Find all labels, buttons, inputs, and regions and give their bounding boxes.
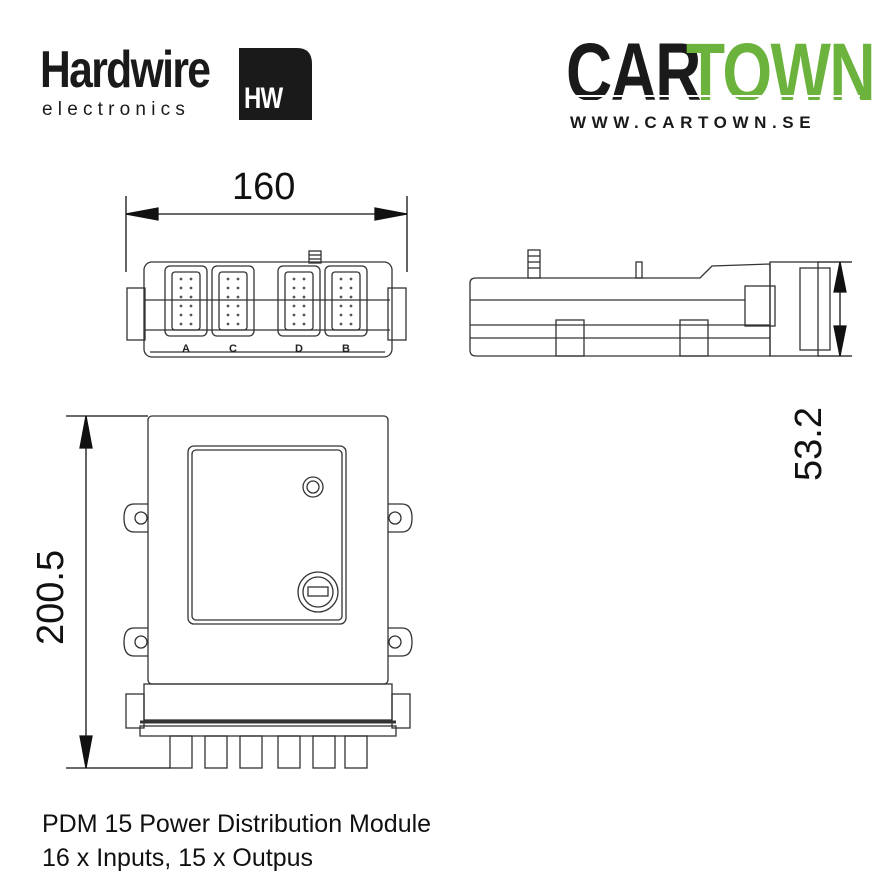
connector-pin — [236, 304, 240, 308]
connector-pin — [292, 295, 296, 299]
connector-pin — [189, 304, 193, 308]
connector-pin — [339, 322, 343, 326]
length-dimension — [66, 415, 170, 769]
connector-pin — [292, 313, 296, 317]
connector-pin — [236, 295, 240, 299]
connector-pin — [236, 277, 240, 281]
connector-pin — [226, 313, 230, 317]
connector-d — [277, 265, 321, 337]
connector-pin — [226, 286, 230, 290]
connector-pin — [302, 277, 306, 281]
connector-pin — [349, 295, 353, 299]
connector-label-a: A — [182, 343, 190, 355]
connector-pin — [189, 295, 193, 299]
connector-pin — [236, 322, 240, 326]
connector-pin — [226, 322, 230, 326]
cartown-url: WWW.CARTOWN.SE — [570, 113, 817, 132]
connector-pin — [236, 313, 240, 317]
connector-pin — [226, 295, 230, 299]
connector-pin — [339, 304, 343, 308]
connector-label-d: D — [295, 343, 303, 355]
connector-pin — [292, 322, 296, 326]
hardwire-logo-word: Hardwire — [40, 41, 211, 99]
connector-pin — [179, 322, 183, 326]
connector-pin — [302, 295, 306, 299]
cartown-stripes — [566, 95, 860, 102]
connector-pin — [179, 295, 183, 299]
connector-pin — [339, 295, 343, 299]
hardwire-badge-icon — [239, 48, 312, 120]
connector-pin — [179, 277, 183, 281]
connector-pin — [339, 313, 343, 317]
connector-pin — [292, 277, 296, 281]
connector-pin — [302, 286, 306, 290]
connector-b — [324, 265, 368, 337]
connector-pin — [226, 277, 230, 281]
caption-specs: 16 x Inputs, 15 x Outpus — [42, 844, 313, 872]
connector-pin — [339, 277, 343, 281]
hardwire-logo-subtitle: electronics — [42, 99, 191, 120]
connector-label-b: B — [342, 343, 350, 355]
connector-pin — [292, 286, 296, 290]
cartown-logo-dark: CAR — [566, 27, 701, 118]
connector-pin — [226, 304, 230, 308]
dimension-width-label: 160 — [232, 166, 296, 208]
connector-label-c: C — [229, 343, 237, 355]
connector-pin — [349, 322, 353, 326]
dimension-height-label: 53.2 — [788, 407, 830, 481]
connector-pin — [339, 286, 343, 290]
connector-pin — [349, 304, 353, 308]
connector-pin — [302, 304, 306, 308]
connector-pin — [189, 313, 193, 317]
side-view — [469, 249, 831, 357]
connector-pin — [236, 286, 240, 290]
connector-pin — [349, 277, 353, 281]
connector-pin — [179, 313, 183, 317]
height-dimension — [818, 261, 852, 357]
front-view — [126, 250, 407, 358]
connector-pin — [179, 304, 183, 308]
connector-pin — [179, 286, 183, 290]
width-dimension — [125, 196, 408, 272]
connector-pin — [189, 277, 193, 281]
connector-pin — [349, 313, 353, 317]
caption-title: PDM 15 Power Distribution Module — [42, 810, 432, 838]
dimension-length-label: 200.5 — [30, 549, 72, 645]
connector-pin — [189, 286, 193, 290]
connector-pin — [302, 313, 306, 317]
connector-pin — [349, 286, 353, 290]
connector-pin — [189, 322, 193, 326]
top-view — [123, 415, 413, 769]
connector-pin — [292, 304, 296, 308]
connector-pin — [302, 322, 306, 326]
cartown-logo-green: TOWN — [686, 27, 876, 118]
connector-a — [164, 265, 208, 337]
hardwire-badge-text: HW — [244, 82, 283, 115]
connector-c — [211, 265, 255, 337]
